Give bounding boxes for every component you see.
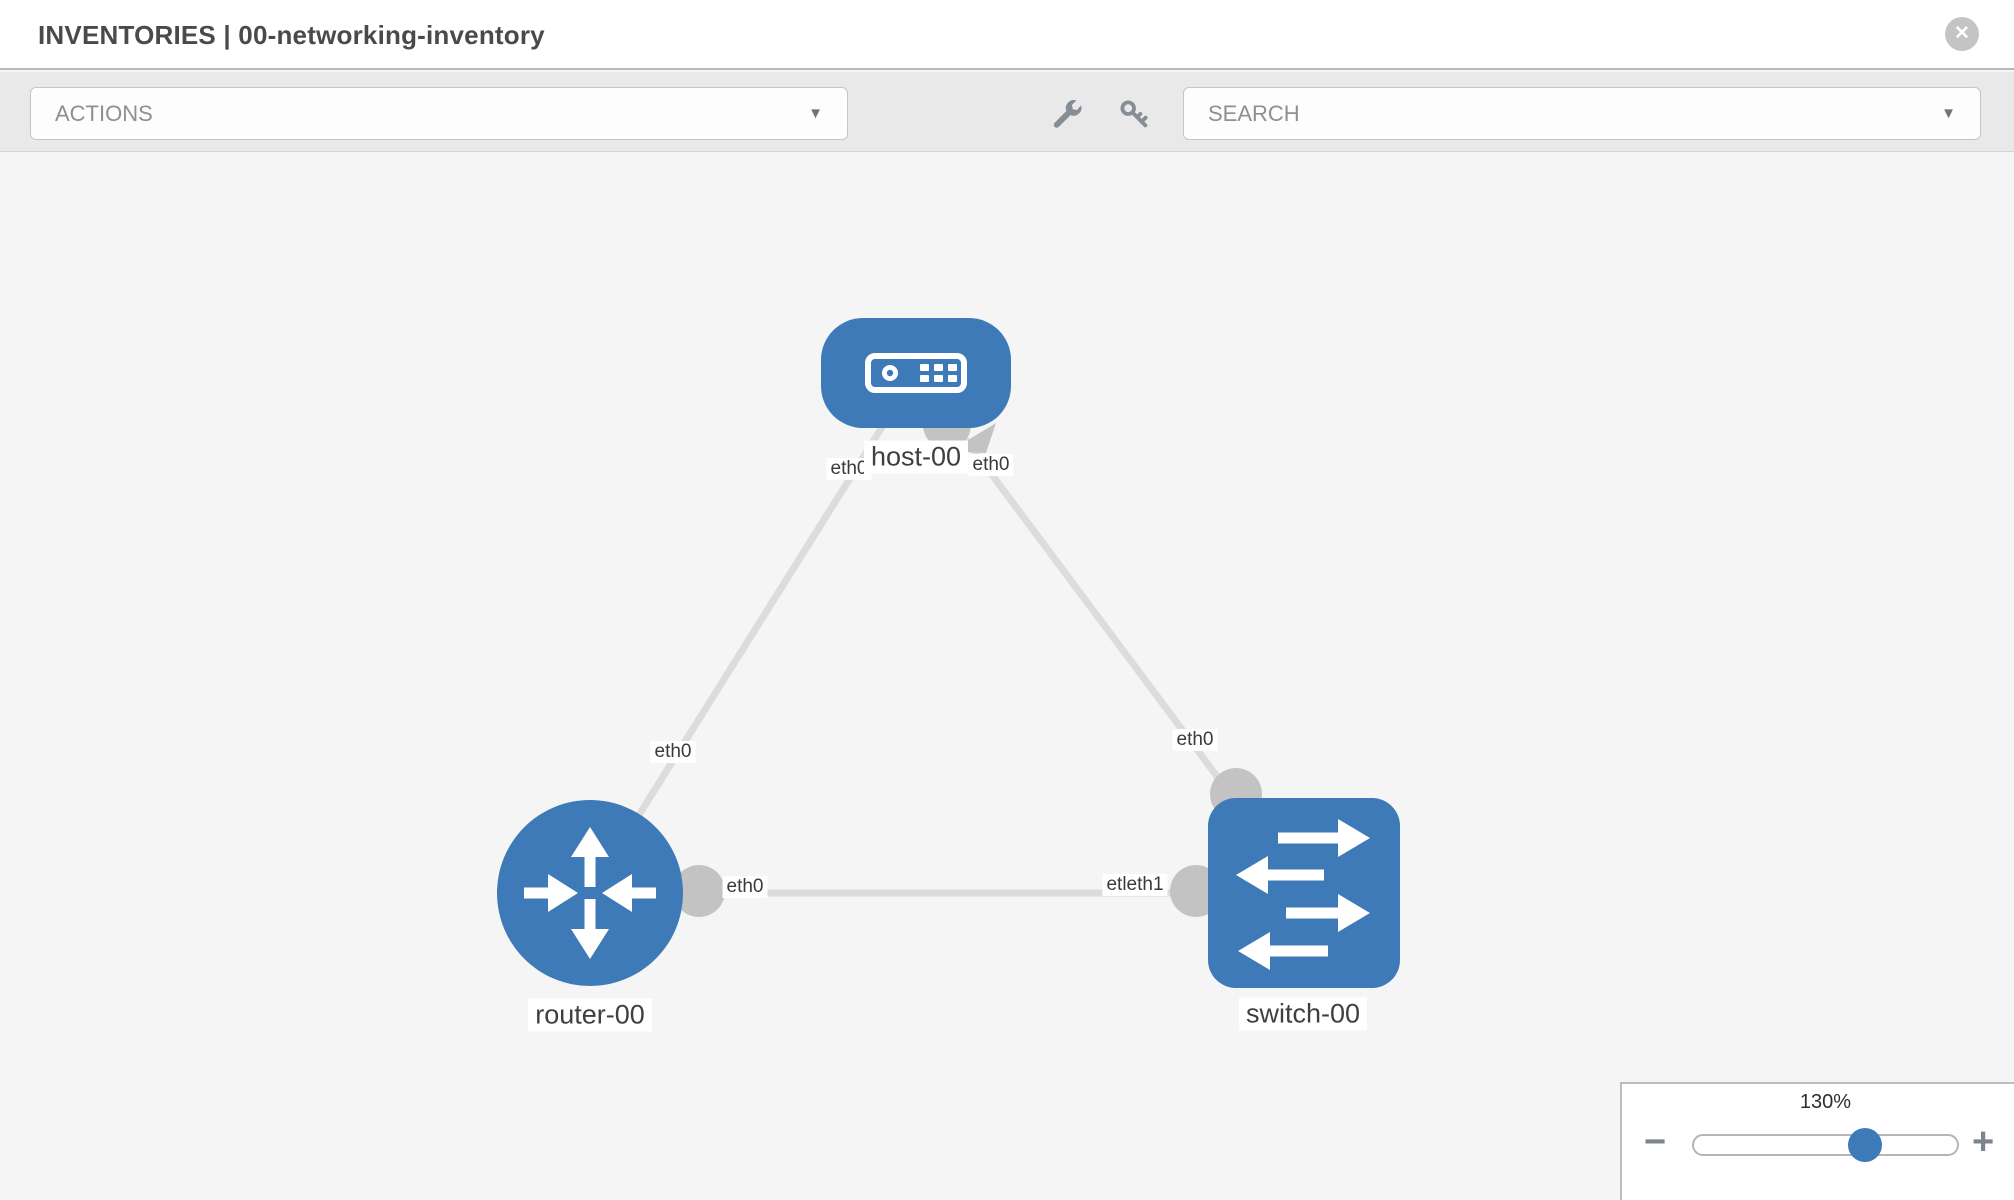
- port-label: eth0: [1172, 729, 1218, 751]
- port-label: eth0: [968, 454, 1014, 476]
- zoom-slider-thumb[interactable]: [1848, 1128, 1882, 1162]
- switch-node[interactable]: [1208, 798, 1400, 988]
- toolbar: ACTIONS ▼ SEARCH ▼: [0, 72, 2014, 152]
- router-icon: [524, 827, 656, 959]
- zoom-out-button[interactable]: −: [1644, 1121, 1667, 1163]
- host-node[interactable]: [821, 318, 1011, 428]
- zoom-level: 130%: [1799, 1091, 1852, 1113]
- wrench-icon[interactable]: [1050, 98, 1084, 132]
- page-title: INVENTORIES | 00-networking-inventory: [38, 20, 545, 50]
- key-icon[interactable]: [1118, 98, 1152, 132]
- port-label: eth0: [826, 458, 872, 480]
- switch-icon: [1236, 819, 1370, 970]
- port-label: etleth1: [1102, 874, 1168, 896]
- node-label-host: host-00: [863, 440, 969, 474]
- actions-dropdown-label: ACTIONS: [55, 101, 153, 126]
- chevron-down-icon: ▼: [1941, 105, 1956, 122]
- modal-header: INVENTORIES | 00-networking-inventory ✕: [0, 0, 2014, 70]
- interface-endpoint[interactable]: [673, 865, 725, 917]
- zoom-in-button[interactable]: +: [1972, 1121, 1995, 1163]
- router-node[interactable]: [497, 800, 683, 986]
- node-label-router: router-00: [528, 998, 652, 1032]
- search-dropdown-label: SEARCH: [1208, 101, 1300, 126]
- topology-canvas[interactable]: eth0 eth0 eth0 eth0 eth0 etleth1 host-00…: [0, 153, 2014, 1200]
- node-label-switch: switch-00: [1238, 997, 1368, 1031]
- close-icon[interactable]: ✕: [1945, 17, 1979, 51]
- zoom-slider-track[interactable]: [1692, 1134, 1959, 1156]
- search-dropdown[interactable]: SEARCH ▼: [1183, 87, 1981, 140]
- zoom-panel: 130% − +: [1620, 1082, 2014, 1200]
- port-label: eth0: [722, 876, 768, 898]
- host-icon: [865, 353, 967, 393]
- chevron-down-icon: ▼: [808, 105, 823, 122]
- actions-dropdown[interactable]: ACTIONS ▼: [30, 87, 848, 140]
- port-label: eth0: [650, 741, 696, 763]
